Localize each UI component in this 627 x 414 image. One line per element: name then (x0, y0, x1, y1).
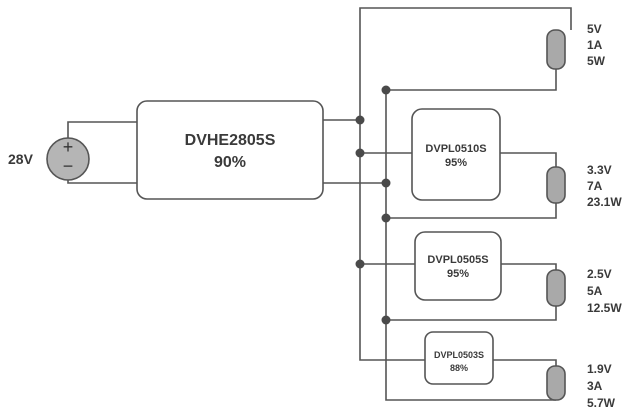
converter-efficiency: 88% (450, 363, 468, 373)
converter-box (411, 108, 501, 201)
load-voltage: 2.5V (587, 267, 612, 281)
load-1: 5V 1A 5W (546, 22, 606, 70)
main-converter: DVHE2805S 90% (136, 100, 324, 200)
junction-dot (355, 115, 365, 125)
branch2-output-wire (501, 263, 557, 270)
branch2-return-wire (386, 306, 557, 321)
junctions (355, 85, 391, 325)
junction-dot (355, 259, 365, 269)
voltage-source: + − 28V (8, 137, 90, 181)
main-converter-box (136, 100, 324, 200)
load-4: 1.9V 3A 5.7W (546, 362, 616, 410)
junction-dot (381, 213, 391, 223)
load-voltage: 1.9V (587, 362, 612, 376)
minus-sign: − (63, 156, 74, 176)
main-converter-efficiency: 90% (214, 154, 246, 171)
branch1-output-wire (500, 152, 557, 167)
branch1-return-wire (386, 203, 557, 219)
load-power: 23.1W (587, 195, 622, 209)
positive-bus (359, 7, 572, 361)
load-2: 3.3V 7A 23.1W (546, 163, 622, 209)
junction-dot (381, 178, 391, 188)
wiring (67, 7, 572, 401)
load-current: 3A (587, 379, 603, 393)
converter-efficiency: 95% (447, 268, 469, 280)
source-voltage-label: 28V (8, 151, 34, 167)
converter-dvpl0505s: DVPL0505S 95% (414, 231, 502, 301)
main-converter-name: DVHE2805S (185, 132, 276, 149)
load-current: 5A (587, 284, 603, 298)
junction-dot (355, 148, 365, 158)
converter-box (414, 231, 502, 301)
junction-dot (381, 85, 391, 95)
branch3-output-wire (493, 359, 557, 366)
load-power: 5W (587, 54, 606, 68)
converter-name: DVPL0510S (425, 143, 486, 155)
load-power: 12.5W (587, 301, 622, 315)
converter-name: DVPL0503S (434, 350, 484, 360)
load-resistor-icon (546, 269, 566, 307)
load-voltage: 5V (587, 22, 602, 36)
load-resistor-icon (546, 29, 566, 70)
voltage-source-icon (46, 137, 90, 181)
load-3: 2.5V 5A 12.5W (546, 267, 622, 315)
load-current: 1A (587, 38, 603, 52)
converter-box (424, 331, 494, 385)
load-resistor-icon (546, 166, 566, 204)
converter-efficiency: 95% (445, 157, 467, 169)
load-resistor-icon (546, 365, 566, 401)
converter-dvpl0503s: DVPL0503S 88% (424, 331, 494, 385)
junction-dot (381, 315, 391, 325)
load-voltage: 3.3V (587, 163, 612, 177)
converter-name: DVPL0505S (427, 254, 488, 266)
return-bus (385, 90, 556, 401)
converter-dvpl0510s: DVPL0510S 95% (411, 108, 501, 201)
load1-return-wire (386, 69, 557, 91)
load-current: 7A (587, 179, 603, 193)
load-power: 5.7W (587, 396, 616, 410)
plus-sign: + (63, 137, 74, 157)
